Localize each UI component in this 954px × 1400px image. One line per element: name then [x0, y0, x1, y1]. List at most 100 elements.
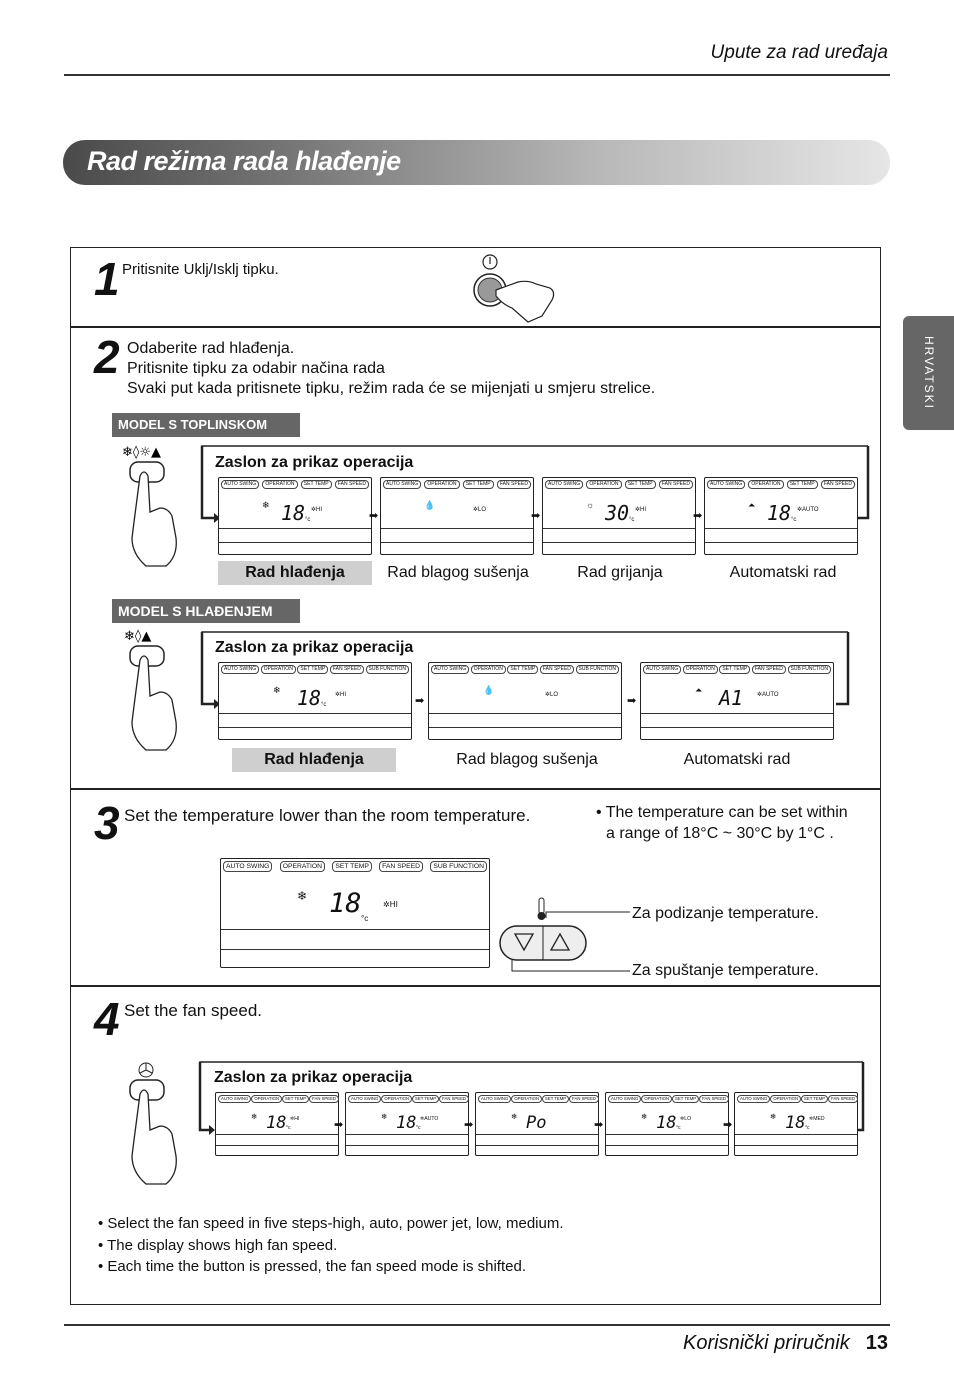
lcd-tab-label: AUTO SWING	[383, 480, 422, 489]
lcd-tab-label: OPERATION	[748, 480, 784, 489]
lcd-mode-icon: ❄	[297, 889, 308, 903]
fan-sequence-frame	[198, 1061, 865, 1135]
lcd-tab-label: SET TEMP	[332, 861, 372, 873]
lcd-fan-speed: ✲MED	[809, 1116, 825, 1122]
lcd-fan-speed: ✲HI	[290, 1116, 300, 1122]
mode-button-press-illustration-cooling: ❄◊▲	[124, 629, 177, 751]
lcd-tab-label: FAN SPEED	[699, 1095, 729, 1103]
power-button-press-illustration	[473, 254, 555, 323]
fan-bullet-1: • Select the fan speed in five steps-hig…	[98, 1215, 564, 1232]
language-tab-label: HRVATSKI	[922, 335, 936, 410]
temperature-buttons-illustration	[499, 897, 630, 972]
lcd-temperature-value: 18	[396, 1113, 417, 1133]
lcd-fan-speed: ✲AUTO	[757, 692, 779, 698]
sequence-arrow-icon: ➡	[369, 510, 379, 522]
step1-text: Pritisnite Uklj/Isklj tipku.	[122, 261, 279, 278]
lcd-fan-speed: ✲HI	[311, 507, 323, 513]
lcd-divider	[221, 949, 489, 950]
lcd-fan-speed: ✲AUTO	[420, 1116, 439, 1122]
power-icon	[482, 254, 498, 270]
sequence-arrow-icon: ➡	[415, 695, 425, 707]
fan-button-press-illustration	[129, 1062, 177, 1185]
lcd-tab-label: AUTO SWING	[431, 665, 470, 674]
lcd-unit: °c	[305, 517, 311, 523]
step-number-3: 3	[94, 797, 120, 849]
lcd-tab-label: OPERATION	[279, 861, 325, 873]
lcd-divider	[606, 1134, 728, 1135]
lcd-mode-icon: ❄	[262, 500, 270, 510]
lcd-divider	[346, 1145, 468, 1146]
hand-icon	[131, 471, 177, 567]
lcd-mode-icon: ☼	[586, 500, 595, 510]
sequence-arrow-icon: ➡	[594, 1119, 604, 1131]
lcd-divider	[705, 528, 857, 529]
divider-step3-4	[71, 985, 880, 987]
lcd-tab-label: OPERATION	[381, 1095, 413, 1103]
lcd-mode-icon: ⏶	[748, 500, 756, 510]
lcd-divider	[476, 1134, 598, 1135]
lcd-tab-label: AUTO SWING	[223, 861, 273, 873]
lcd-unit: °c	[416, 1125, 421, 1131]
lcd-mode-icon: 💧	[424, 500, 436, 510]
sequence-arrow-icon: ➡	[627, 695, 637, 707]
lcd-tab-label: AUTO SWING	[545, 480, 584, 489]
lcd-unit: °c	[629, 517, 635, 523]
lcd-mode-icon: ❄	[641, 1112, 648, 1121]
temp-up-label: Za podizanje temperature.	[632, 905, 819, 922]
caption-auto: Automatski rad	[683, 751, 791, 768]
lcd-divider	[381, 542, 533, 543]
lcd-divider	[219, 713, 411, 714]
lcd-tab-label: FAN SPEED	[820, 480, 855, 489]
lcd-unit: °c	[321, 702, 327, 708]
lcd-tab-label: SUB FUNCTION	[430, 861, 487, 873]
lcd-fan-speed: ✲LO	[545, 692, 559, 698]
hand-icon	[495, 280, 555, 323]
cooling-sequence-frame	[200, 631, 850, 709]
divider-step2-3	[71, 788, 880, 790]
sequence-arrow-icon: ➡	[334, 1119, 344, 1131]
lcd-fan-speed: ✲HI	[383, 900, 398, 909]
lcd-tab-label: SET TEMP	[801, 1095, 829, 1103]
lcd-tab-label: SET TEMP	[462, 480, 494, 489]
lcd-tab-label: SET TEMP	[507, 665, 539, 674]
mode-button-press-illustration: ❄◊☼▲	[122, 445, 177, 567]
step2-line3: Svaki put kada pritisnete tipku, režim r…	[127, 380, 656, 397]
lcd-temperature-value: 18	[266, 1113, 287, 1133]
step4-text: Set the fan speed.	[124, 1001, 262, 1020]
temp-up-icon	[549, 932, 571, 951]
lcd-tab-label: AUTO SWING	[707, 480, 746, 489]
header-rule	[64, 74, 890, 76]
lcd-fan-speed: ✲HI	[635, 507, 647, 513]
lcd-divider	[381, 528, 533, 529]
lcd-fan-speed: ✲LO	[680, 1116, 692, 1122]
lcd-unit: °c	[805, 1125, 810, 1131]
lcd-tab-label: AUTO SWING	[348, 1095, 382, 1103]
thermometer-icon	[537, 897, 546, 920]
lcd-tab-label: OPERATION	[251, 1095, 283, 1103]
lcd-tab-label: FAN SPEED	[658, 480, 693, 489]
hand-icon	[131, 1089, 177, 1185]
lcd-divider	[735, 1145, 857, 1146]
lcd-tab-label: OPERATION	[770, 1095, 802, 1103]
lcd-tab-label: FAN SPEED	[539, 665, 574, 674]
step2-line2: Pritisnite tipku za odabir načina rada	[127, 360, 385, 377]
lcd-divider	[219, 727, 411, 728]
caption-dry: Rad blagog sušenja	[456, 751, 598, 768]
lcd-tab-label: OPERATION	[262, 480, 298, 489]
temp-down-label: Za spuštanje temperature.	[632, 962, 819, 979]
mode-icons: ❄◊▲	[124, 629, 151, 644]
lcd-tab-label: AUTO SWING	[478, 1095, 512, 1103]
